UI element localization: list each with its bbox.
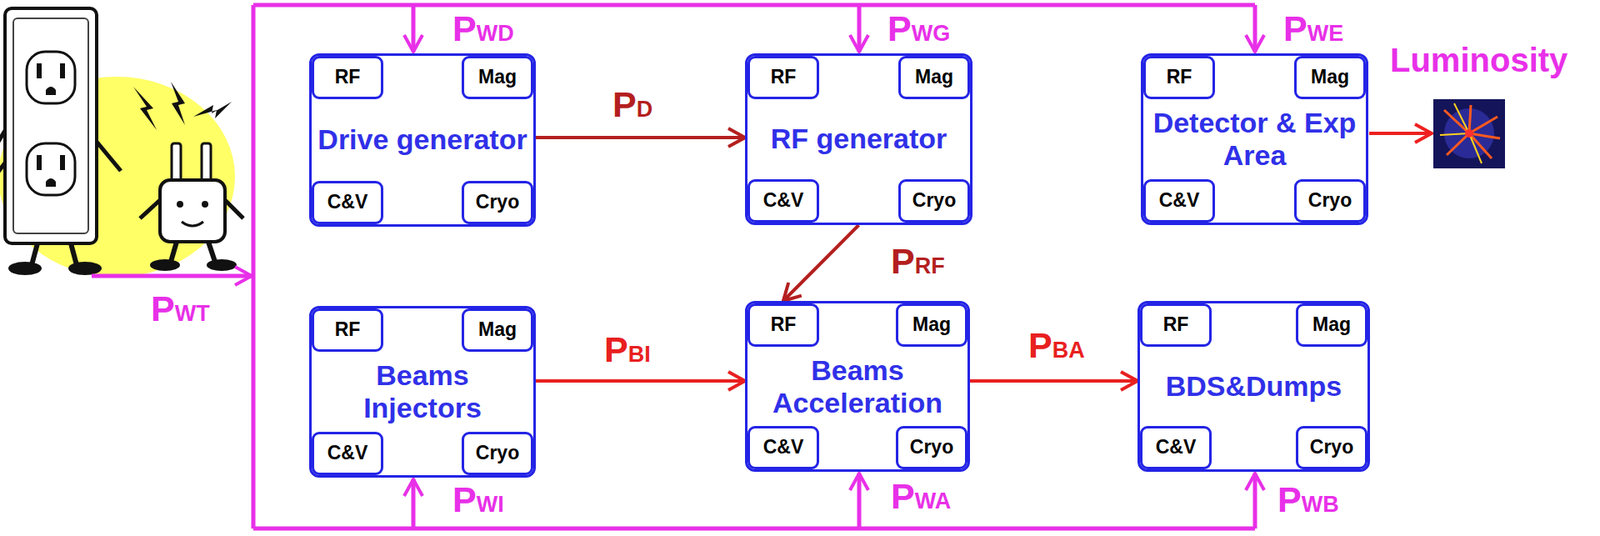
output-arrow	[1369, 131, 1432, 135]
system-box: RF generator RF MagC&V Cryo	[745, 53, 973, 225]
system-label: RF generator	[752, 122, 965, 155]
system-label: Detector & Exp Area	[1148, 106, 1361, 172]
subsystem-box: Cryo	[1294, 179, 1366, 223]
subsystem-box: Cryo	[1295, 425, 1368, 470]
subsystem-box: C&V	[747, 425, 820, 470]
subsystem-label: Mag	[478, 319, 517, 340]
subsystem-box: Mag	[1295, 303, 1368, 347]
subsystem-box: C&V	[747, 179, 820, 223]
power-label: PWB	[1277, 481, 1340, 518]
power-label: PWI	[452, 481, 505, 518]
system-label: BDS&Dumps	[1145, 370, 1363, 403]
system-box: Detector & Exp Area RF MagC&V Cryo	[1140, 53, 1369, 225]
output-label: Luminosity	[1390, 41, 1568, 79]
subsystem-label: C&V	[1159, 190, 1200, 211]
power-label: PWD	[452, 10, 515, 47]
subsystem-box: RF	[1140, 303, 1212, 347]
subsystem-box: Cryo	[895, 425, 968, 470]
system-box: Drive generator RF MagC&V Cryo	[309, 53, 536, 227]
power-flow-arrow	[783, 225, 860, 301]
subsystem-label: C&V	[327, 191, 369, 213]
collision-image	[1433, 99, 1505, 169]
subsystem-box: Cryo	[898, 179, 970, 223]
system-label: Drive generator	[316, 123, 529, 156]
power-label: PBI	[604, 331, 651, 368]
subsystem-label: Cryo	[910, 436, 954, 458]
subsystem-label: Mag	[478, 66, 517, 88]
subsystem-box: Mag	[898, 55, 970, 100]
subsystem-label: RF	[335, 66, 361, 88]
subsystem-label: C&V	[763, 436, 805, 458]
subsystem-label: RF	[770, 66, 797, 88]
power-flow-arrow	[970, 379, 1138, 383]
outlet-illustration	[0, 8, 244, 277]
subsystem-box: Cryo	[461, 180, 534, 225]
subsystem-label: RF	[335, 319, 361, 340]
subsystem-box: Mag	[1294, 55, 1366, 100]
subsystem-box: RF	[747, 55, 820, 100]
power-flow-arrow	[535, 379, 745, 383]
subsystem-label: Mag	[912, 314, 951, 335]
subsystem-box: RF	[311, 55, 384, 100]
system-box: BDS&Dumps RF MagC&V Cryo	[1137, 300, 1370, 472]
subsystem-label: Cryo	[475, 442, 520, 464]
subsystem-box: RF	[747, 303, 820, 347]
subsystem-box: Cryo	[461, 431, 534, 475]
subsystem-box: C&V	[1140, 425, 1212, 470]
subsystem-label: RF	[1163, 314, 1190, 335]
subsystem-label: Cryo	[1308, 190, 1352, 211]
power-label: PWT	[150, 290, 210, 327]
power-label: PWG	[887, 10, 950, 47]
power-label: PWA	[890, 478, 951, 515]
subsystem-box: Mag	[461, 55, 534, 100]
subsystem-label: Cryo	[912, 190, 956, 211]
subsystem-label: C&V	[763, 190, 805, 211]
subsystem-label: Mag	[915, 66, 954, 88]
subsystem-box: Mag	[461, 308, 534, 352]
subsystem-box: RF	[1143, 55, 1215, 100]
system-label: Beams Injectors	[316, 359, 529, 425]
subsystem-label: RF	[770, 314, 797, 335]
subsystem-box: C&V	[311, 431, 384, 475]
power-label: PBA	[1028, 327, 1085, 364]
subsystem-box: C&V	[1143, 179, 1215, 223]
subsystem-box: RF	[311, 308, 384, 352]
power-bus	[91, 5, 1255, 529]
power-label: PD	[612, 86, 653, 123]
system-box: Beams Acceleration RF MagC&V Cryo	[745, 300, 970, 472]
power-label: PRF	[890, 243, 945, 280]
subsystem-label: RF	[1166, 66, 1193, 88]
subsystem-label: Mag	[1312, 314, 1351, 335]
system-box: Beams Injectors RF MagC&V Cryo	[309, 305, 536, 478]
power-label: PWE	[1283, 10, 1344, 47]
subsystem-label: Mag	[1310, 66, 1350, 88]
subsystem-label: C&V	[1155, 436, 1197, 458]
subsystem-label: Cryo	[475, 191, 520, 213]
subsystem-label: Cryo	[1310, 436, 1354, 458]
subsystem-box: C&V	[311, 180, 384, 225]
subsystem-label: C&V	[327, 442, 369, 464]
power-flow-arrow	[535, 135, 745, 140]
subsystem-box: Mag	[895, 303, 968, 347]
system-label: Beams Acceleration	[752, 353, 963, 419]
